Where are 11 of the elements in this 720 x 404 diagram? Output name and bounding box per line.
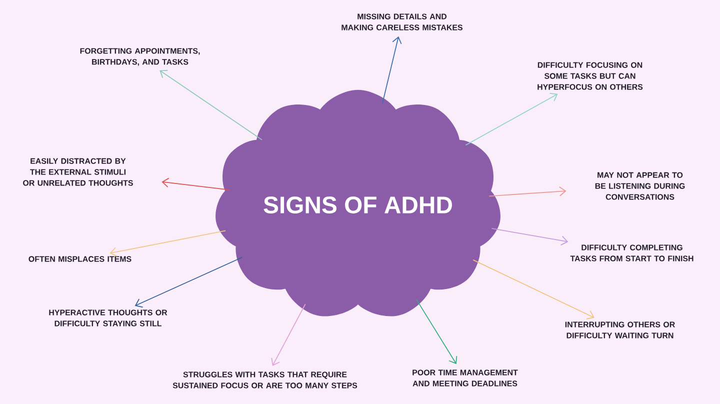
arrow	[134, 256, 243, 308]
arrow	[491, 228, 568, 246]
arrow	[465, 92, 558, 146]
arrow	[271, 304, 306, 366]
arrow	[110, 230, 226, 257]
arrow	[416, 299, 458, 364]
arrow	[472, 260, 594, 320]
arrow	[488, 186, 566, 197]
arrow	[382, 36, 402, 104]
arrow	[162, 178, 231, 190]
arrow	[160, 70, 262, 140]
